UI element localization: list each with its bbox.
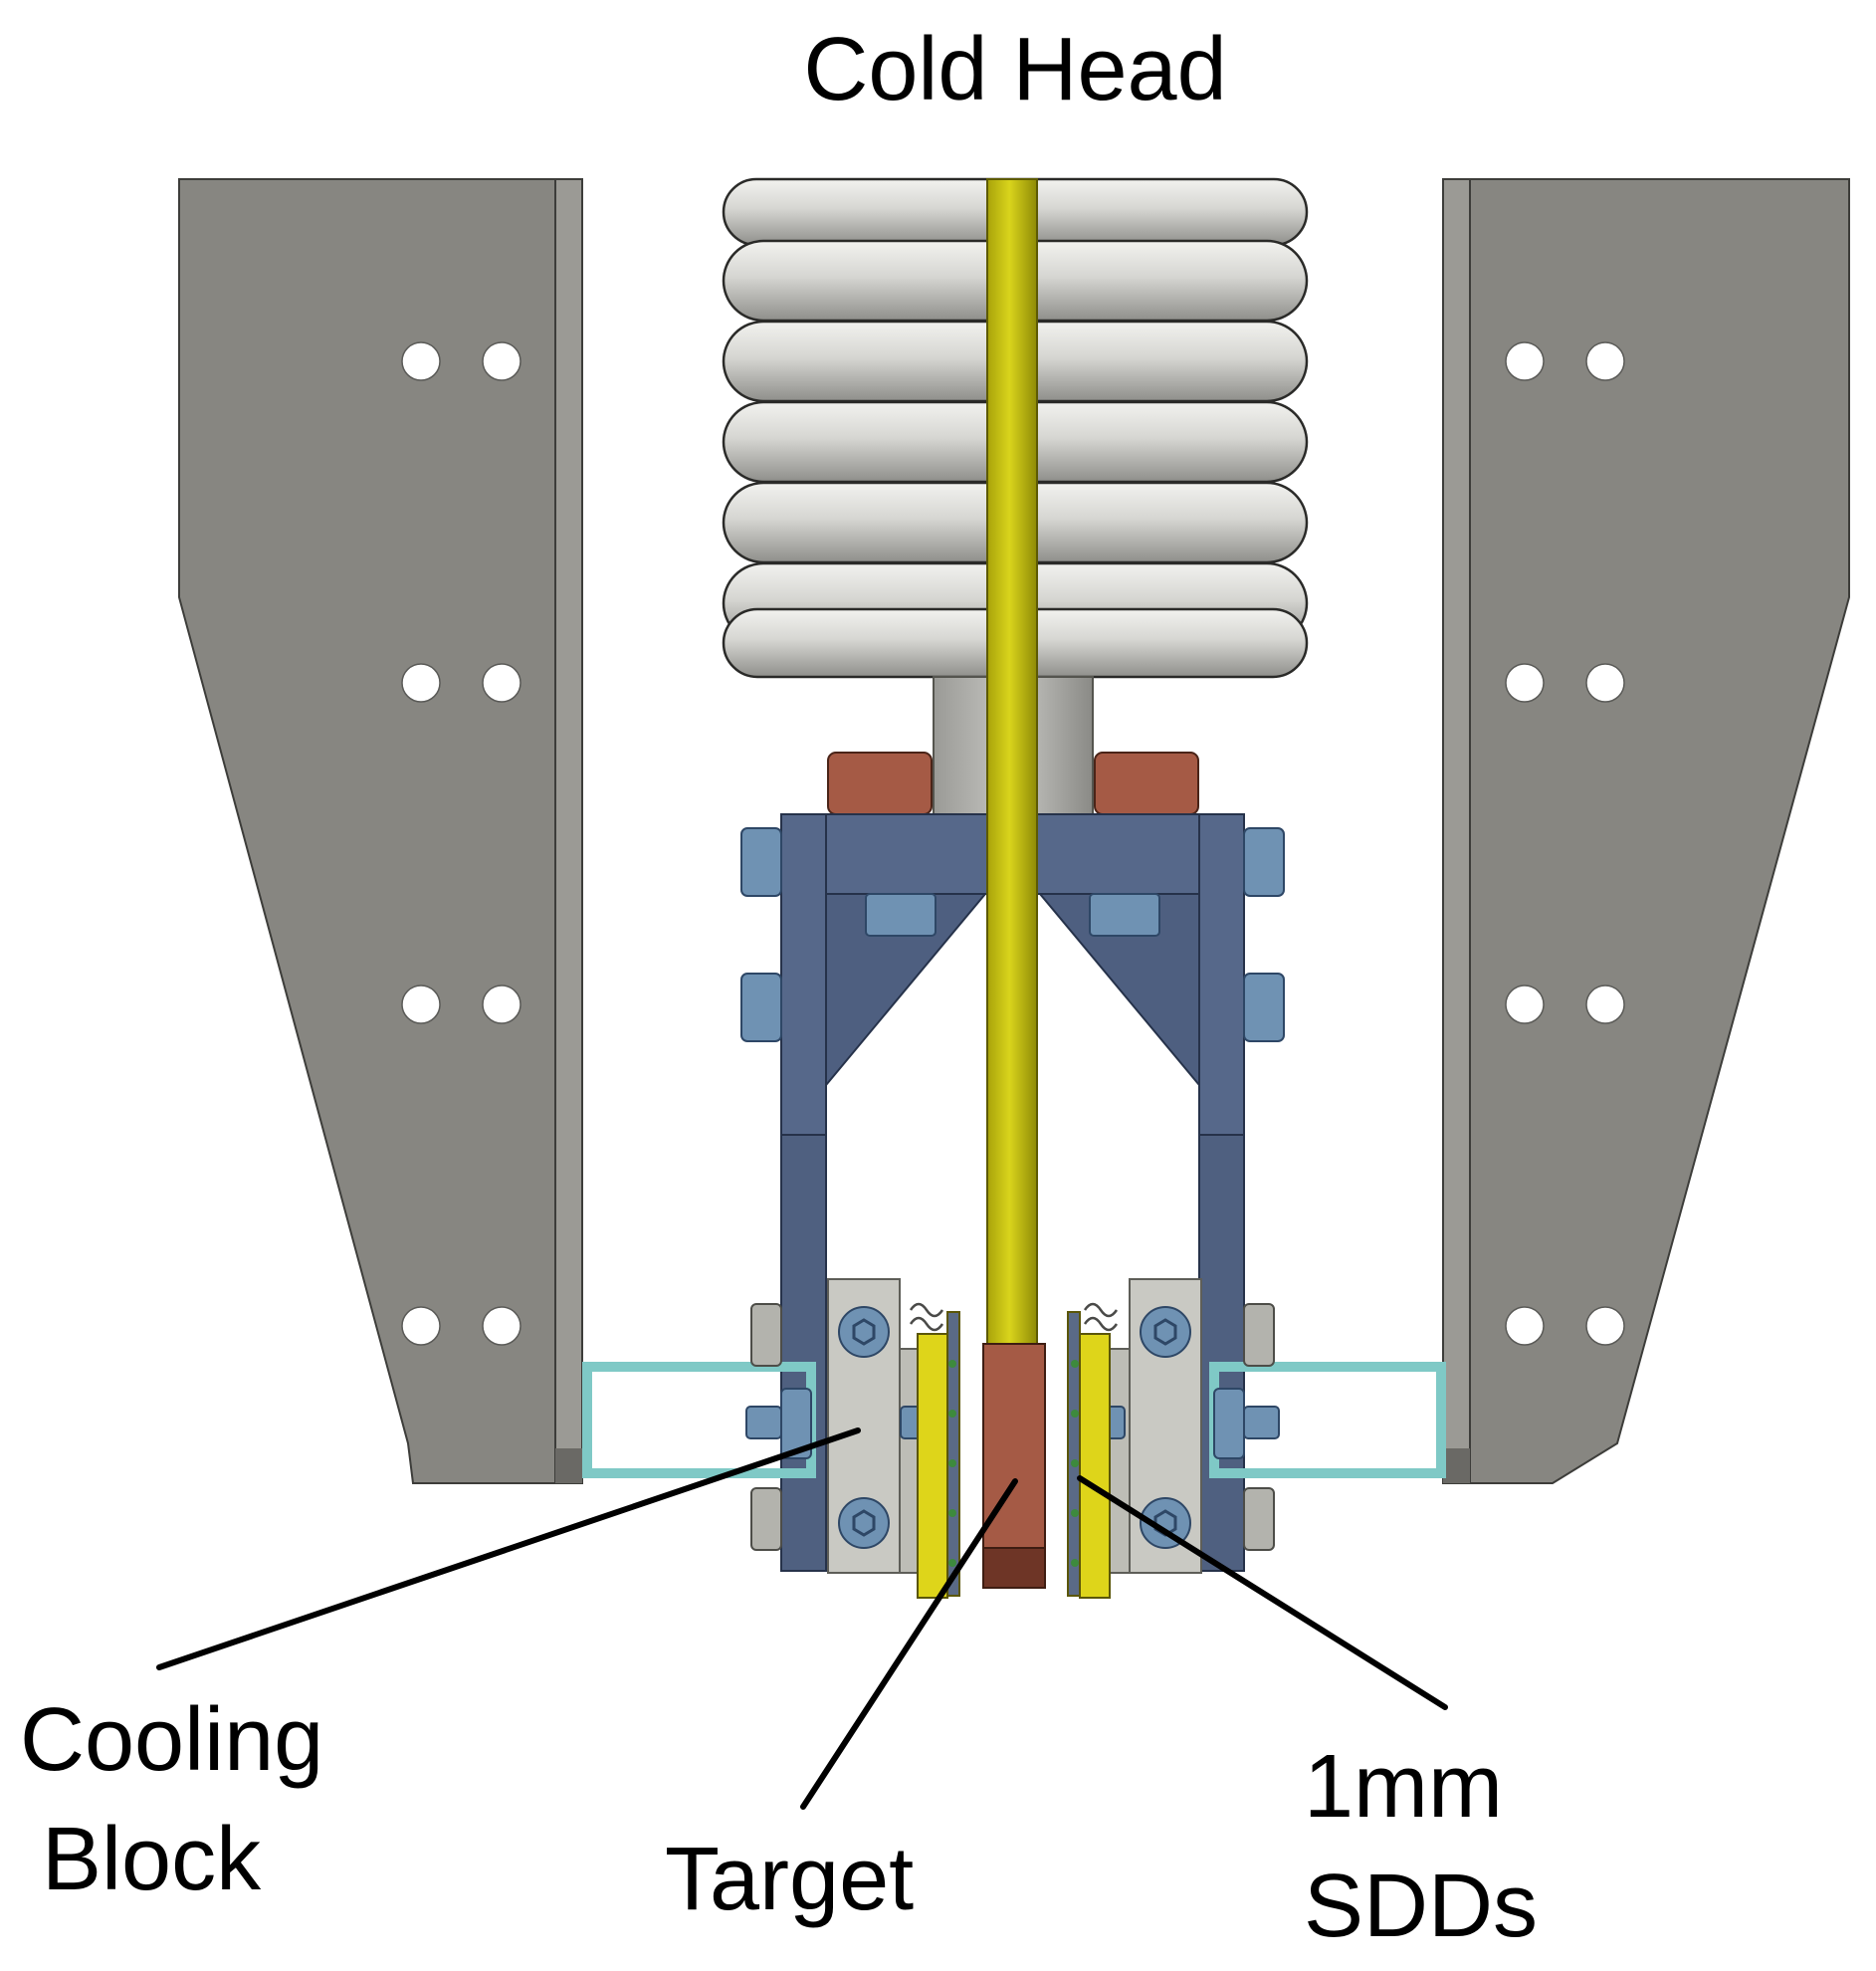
target-label: Target xyxy=(665,1830,914,1929)
sdd-label-line1: 1mm xyxy=(1304,1737,1503,1837)
left-plate-holes xyxy=(401,341,521,1346)
cold-head-label: Cold Head xyxy=(803,20,1226,119)
right-plate-holes xyxy=(1505,341,1625,1346)
sdd-label-line2: SDDs xyxy=(1304,1857,1538,1956)
target-leader xyxy=(800,1478,1018,1810)
cooling-block-label-line1: Cooling xyxy=(20,1690,323,1790)
sdd-leader xyxy=(1077,1475,1448,1710)
sdd-detectors xyxy=(917,1311,1111,1599)
right-mounting-plate xyxy=(1442,178,1850,1484)
bracket-bolts xyxy=(740,827,1285,1042)
cap-screws xyxy=(838,1306,1191,1549)
target xyxy=(982,1343,1046,1589)
sdd-pins xyxy=(948,1360,1079,1567)
wire-springs xyxy=(909,1302,1119,1332)
left-mounting-plate xyxy=(178,178,583,1484)
leader-lines xyxy=(156,1427,1448,1810)
cooling-block-leader xyxy=(156,1427,861,1670)
target-rod xyxy=(986,178,1038,1350)
cooling-block-label-line2: Block xyxy=(42,1810,262,1909)
